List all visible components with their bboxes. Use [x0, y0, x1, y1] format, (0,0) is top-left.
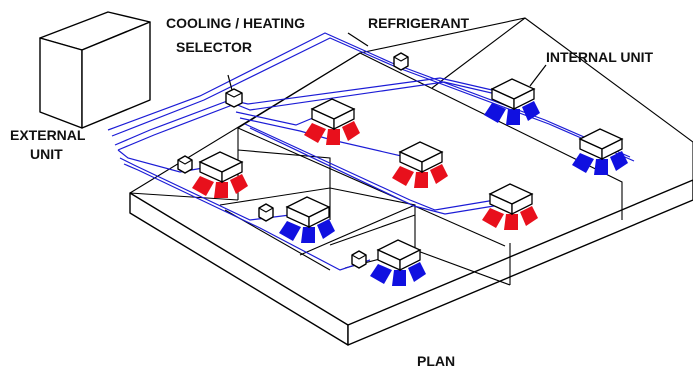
- external-unit-cube: [39, 11, 151, 129]
- indoor-unit-heating: [392, 141, 448, 188]
- selector-box: [177, 155, 193, 174]
- selector-box: [258, 203, 274, 222]
- building-walls: [129, 17, 693, 346]
- indoor-units: [192, 78, 628, 286]
- indoor-unit-heating: [304, 98, 360, 145]
- external-unit-label-line1: EXTERNAL: [10, 127, 86, 143]
- leader-lines: [227, 32, 547, 91]
- indoor-unit-heating: [192, 151, 248, 198]
- indoor-unit-cooling: [279, 196, 335, 243]
- selector-box: [393, 52, 409, 71]
- indoor-unit-cooling: [572, 128, 628, 175]
- selector-label-line2: SELECTOR: [176, 39, 252, 55]
- refrigerant-label: REFRIGERANT: [368, 15, 470, 31]
- plan-label: PLAN: [417, 353, 455, 369]
- internal-unit-label: INTERNAL UNIT: [546, 49, 654, 65]
- selector-box: [351, 250, 367, 269]
- indoor-unit-cooling: [484, 78, 540, 125]
- external-unit-label-line2: UNIT: [30, 146, 63, 162]
- indoor-unit-cooling: [370, 239, 426, 286]
- selector-boxes: [177, 52, 409, 269]
- indoor-unit-heating: [482, 183, 538, 230]
- selector-box: [225, 88, 243, 108]
- selector-label-line1: COOLING / HEATING: [166, 15, 305, 31]
- refrigerant-piping: [107, 32, 635, 271]
